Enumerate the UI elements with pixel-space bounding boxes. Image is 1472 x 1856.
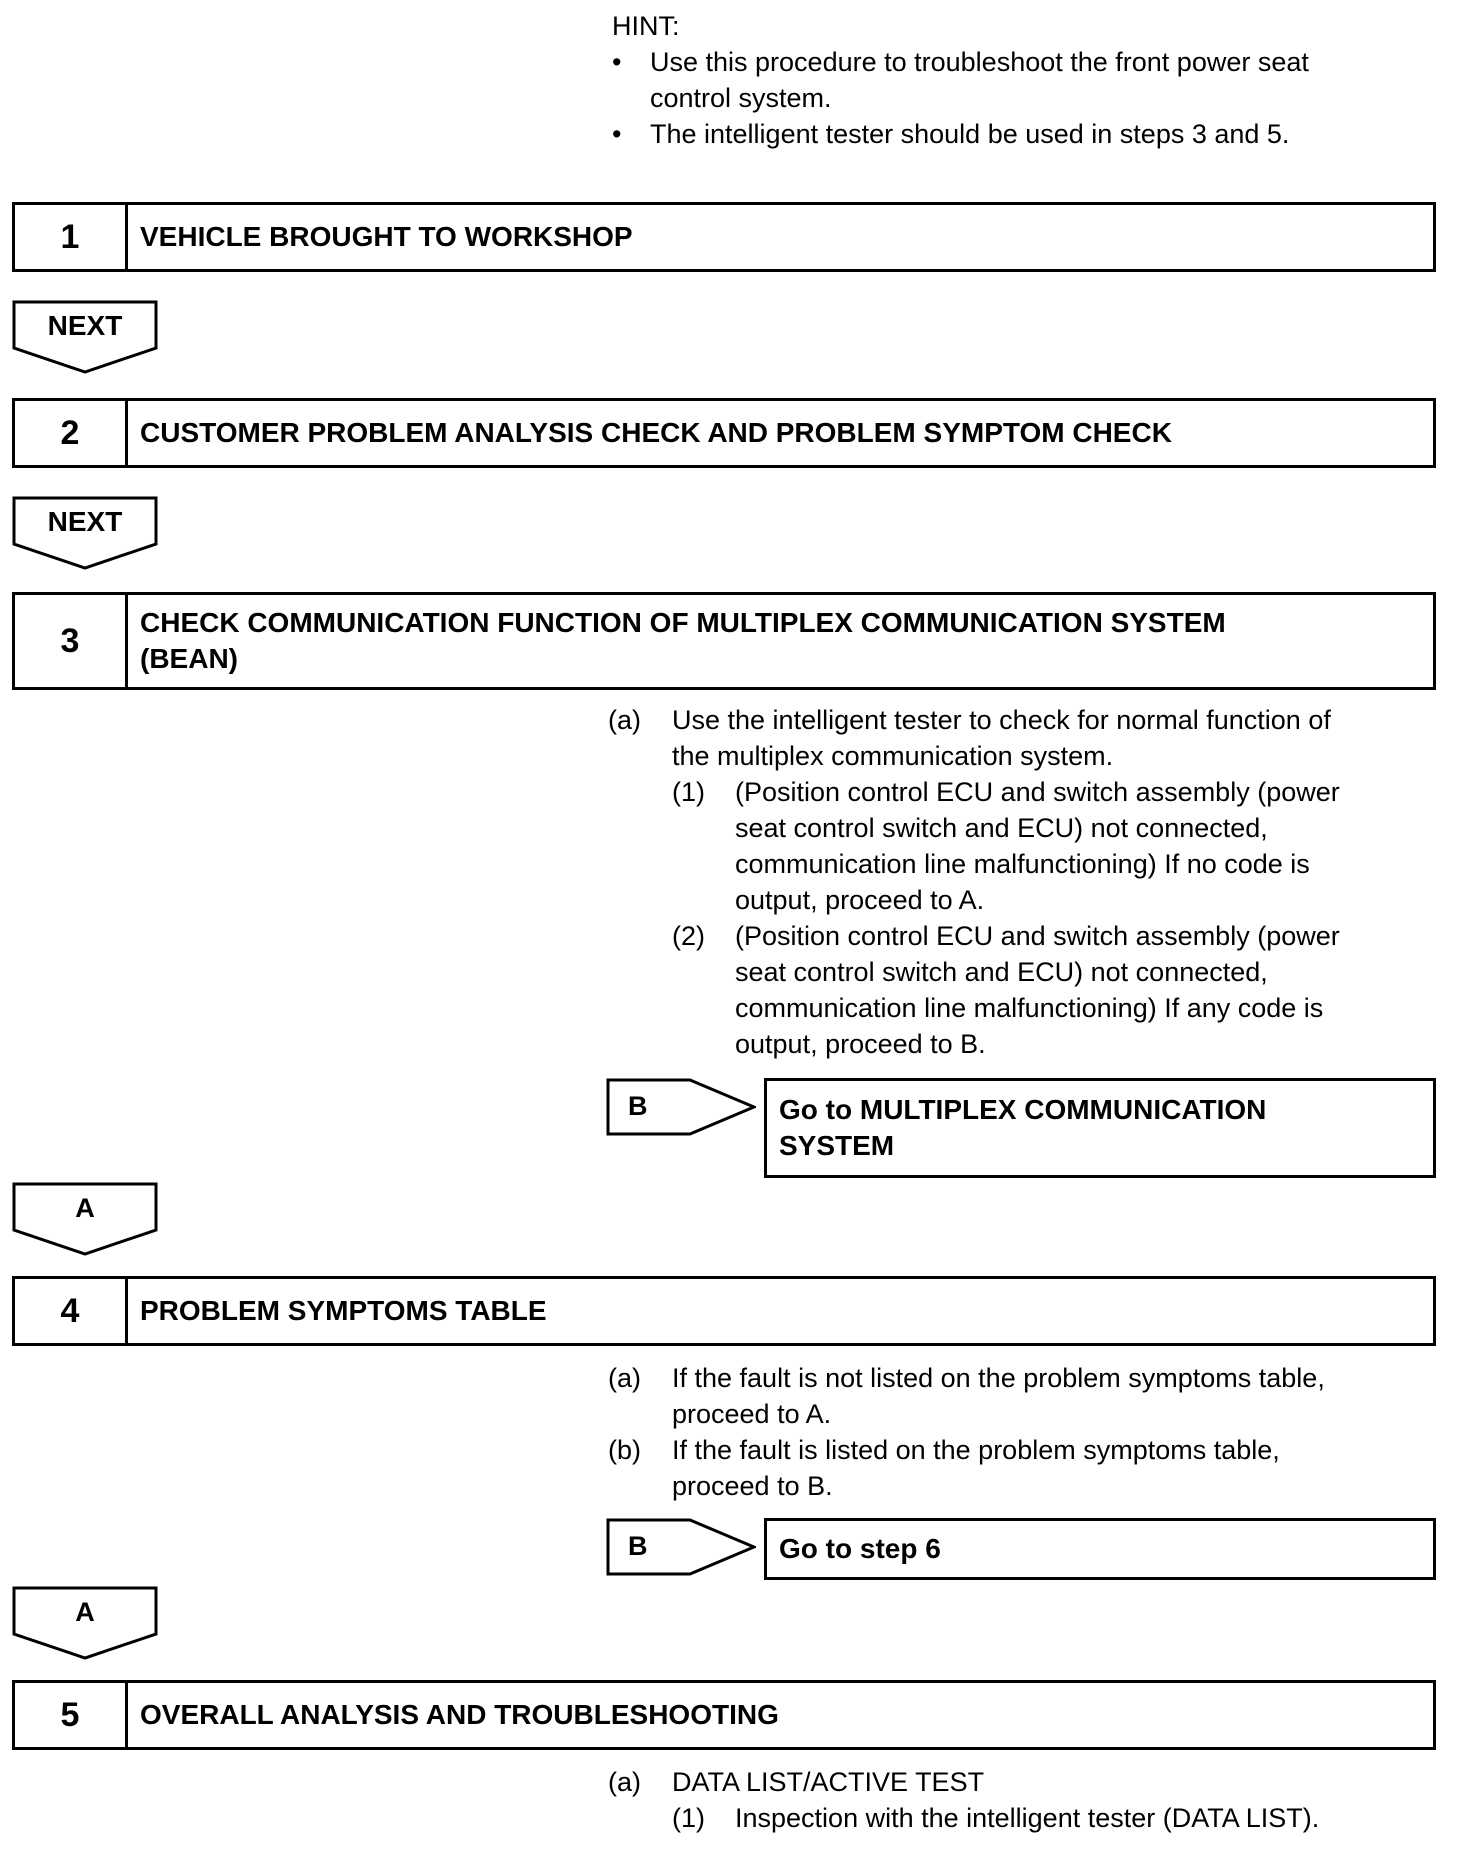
step-5-sub1-text: Inspection with the intelligent tester (… <box>735 1803 1320 1833</box>
step-4-branch-b-arrow: B <box>606 1518 756 1576</box>
step-3-sub1-line2: seat control switch and ECU) not connect… <box>735 813 1268 843</box>
result-arrow-shape-icon <box>12 1182 158 1256</box>
step-4-item-b-line1: If the fault is listed on the problem sy… <box>672 1435 1280 1465</box>
step-3-item-a-line1: Use the intelligent tester to check for … <box>672 705 1331 735</box>
branch-arrow-shape-icon <box>606 1518 756 1576</box>
step-4-goto-text: Go to step 6 <box>779 1533 941 1564</box>
step-2-number: 2 <box>15 401 128 465</box>
step-3-sub1-line1: (Position control ECU and switch assembl… <box>735 777 1340 807</box>
branch-arrow-shape-icon <box>606 1078 756 1136</box>
step-4-result-a-arrow: A <box>12 1586 158 1660</box>
step-5-number: 5 <box>15 1683 128 1747</box>
step-3-item-a-line2: the multiplex communication system. <box>672 741 1114 771</box>
step-1-header: 1 VEHICLE BROUGHT TO WORKSHOP <box>12 202 1436 272</box>
step-4-branch-b-label: B <box>628 1531 648 1561</box>
step-3-sub2-label: (2) <box>672 921 705 951</box>
step-3-sub2-line1: (Position control ECU and switch assembl… <box>735 921 1340 951</box>
step-4-title: PROBLEM SYMPTOMS TABLE <box>140 1295 547 1326</box>
step-4-number: 4 <box>15 1279 128 1343</box>
step-4-goto-box: Go to step 6 <box>764 1518 1436 1580</box>
step-3-goto-line2: SYSTEM <box>779 1130 895 1161</box>
hint-bullet-1-line2: control system. <box>650 83 832 113</box>
step-3-sub2-line3: communication line malfunctioning) If an… <box>735 993 1324 1023</box>
step-3-title-line2: (BEAN) <box>140 643 238 674</box>
step-3-goto-line1: Go to MULTIPLEX COMMUNICATION <box>779 1094 1267 1125</box>
next-arrow-2: NEXT <box>12 496 158 570</box>
step-3-item-a-label: (a) <box>608 705 641 735</box>
step-3-result-a-label: A <box>75 1193 95 1223</box>
step-3-branch-b-arrow: B <box>606 1078 756 1136</box>
step-3-result-a-arrow: A <box>12 1182 158 1256</box>
step-3-sub2-line4: output, proceed to B. <box>735 1029 986 1059</box>
step-4-item-a-line2: proceed to A. <box>672 1399 832 1429</box>
step-3-sub1-line4: output, proceed to A. <box>735 885 985 915</box>
hint-label: HINT: <box>612 11 680 41</box>
next-arrow-1-label: NEXT <box>47 310 123 341</box>
step-4-result-a-label: A <box>75 1597 95 1627</box>
next-arrow-shape-icon <box>12 300 158 374</box>
step-5-sub1-label: (1) <box>672 1803 705 1833</box>
step-2-title: CUSTOMER PROBLEM ANALYSIS CHECK AND PROB… <box>140 417 1172 448</box>
step-3-branch-b-label: B <box>628 1091 648 1121</box>
hint-bullet-1-glyph: • <box>612 47 622 77</box>
step-3-title-line1: CHECK COMMUNICATION FUNCTION OF MULTIPLE… <box>140 607 1226 638</box>
step-5-item-a-label: (a) <box>608 1767 641 1797</box>
step-5-item-a-text: DATA LIST/ACTIVE TEST <box>672 1767 985 1797</box>
result-arrow-shape-icon <box>12 1586 158 1660</box>
hint-bullet-2-glyph: • <box>612 119 622 149</box>
step-3-sub2-line2: seat control switch and ECU) not connect… <box>735 957 1268 987</box>
step-4-item-a-line1: If the fault is not listed on the proble… <box>672 1363 1325 1393</box>
step-3-header: 3 CHECK COMMUNICATION FUNCTION OF MULTIP… <box>12 592 1436 690</box>
step-4-item-b-label: (b) <box>608 1435 641 1465</box>
step-3-sub1-label: (1) <box>672 777 705 807</box>
hint-bullet-2-line1: The intelligent tester should be used in… <box>650 119 1290 149</box>
step-1-number: 1 <box>15 205 128 269</box>
step-4-item-a-label: (a) <box>608 1363 641 1393</box>
step-2-header: 2 CUSTOMER PROBLEM ANALYSIS CHECK AND PR… <box>12 398 1436 468</box>
hint-bullet-1-line1: Use this procedure to troubleshoot the f… <box>650 47 1309 77</box>
next-arrow-2-label: NEXT <box>47 506 123 537</box>
step-5-header: 5 OVERALL ANALYSIS AND TROUBLESHOOTING <box>12 1680 1436 1750</box>
step-5-title: OVERALL ANALYSIS AND TROUBLESHOOTING <box>140 1699 779 1730</box>
step-3-sub1-line3: communication line malfunctioning) If no… <box>735 849 1310 879</box>
step-4-header: 4 PROBLEM SYMPTOMS TABLE <box>12 1276 1436 1346</box>
step-3-goto-box: Go to MULTIPLEX COMMUNICATION SYSTEM <box>764 1078 1436 1178</box>
step-4-item-b-line2: proceed to B. <box>672 1471 833 1501</box>
step-3-number: 3 <box>15 595 128 687</box>
next-arrow-shape-icon <box>12 496 158 570</box>
step-1-title: VEHICLE BROUGHT TO WORKSHOP <box>140 221 633 252</box>
next-arrow-1: NEXT <box>12 300 158 374</box>
